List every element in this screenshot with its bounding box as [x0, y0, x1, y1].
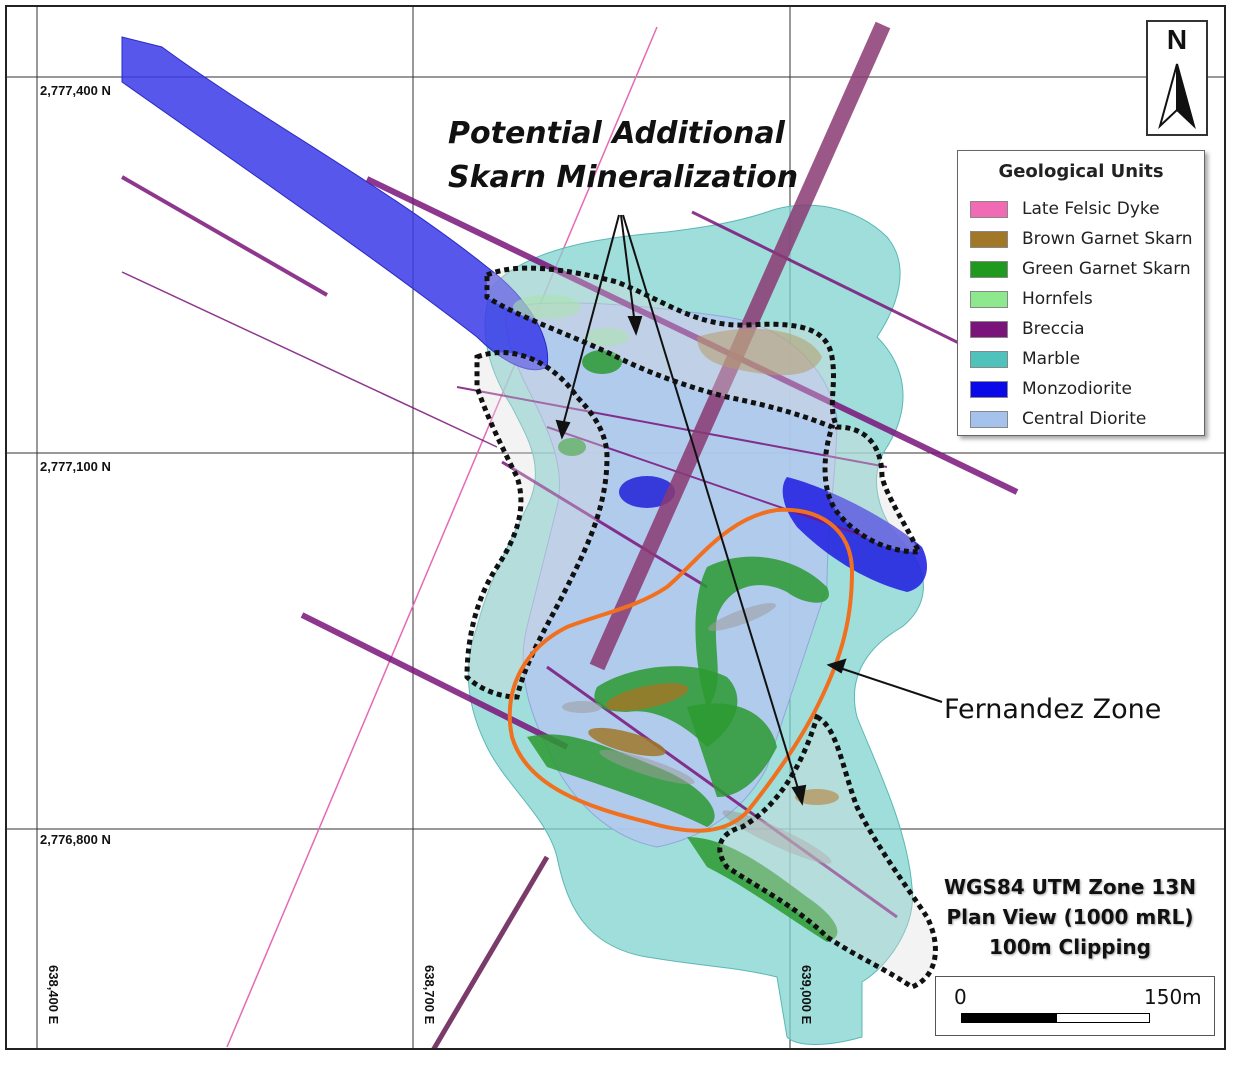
legend-label: Hornfels [1022, 289, 1093, 309]
scale-end-label: 150m [1144, 985, 1202, 1009]
north-letter: N [1166, 24, 1188, 55]
north-arrow-icon [1158, 63, 1196, 130]
info-view: Plan View (1000 mRL) [946, 905, 1194, 929]
fernandez-zone-label: Fernandez Zone [944, 694, 1162, 725]
scale-bar-black-segment [961, 1013, 1058, 1023]
legend-item-marble: Marble [970, 348, 1080, 370]
easting-label-2: 638,700 E [422, 965, 437, 1025]
legend-swatch [970, 380, 1008, 398]
callout-line-2: Skarn Mineralization [448, 160, 799, 195]
legend-swatch [970, 230, 1008, 248]
potential-zone-outlines [464, 265, 938, 990]
legend-swatch [970, 350, 1008, 368]
legend-label: Marble [1022, 349, 1081, 369]
scale-bar: 0 150m [935, 976, 1215, 1036]
annotation-arrows [555, 214, 943, 806]
map-canvas [7, 7, 1224, 1048]
info-projection: WGS84 UTM Zone 13N [943, 875, 1196, 899]
legend-label: Brown Garnet Skarn [1022, 229, 1193, 249]
legend-item-central-diorite: Central Diorite [970, 408, 1146, 430]
legend-label: Monzodiorite [1022, 379, 1132, 399]
late-felsic-dyke-1 [226, 26, 658, 1048]
monzodiorite-dike [121, 36, 549, 371]
legend-label: Breccia [1022, 319, 1085, 339]
northing-label-3: 2,776,800 N [40, 832, 111, 847]
northing-label-1: 2,777,400 N [40, 83, 111, 98]
legend-item-hornfels: Hornfels [970, 288, 1093, 310]
legend-swatch [970, 410, 1008, 428]
brown-garnet-skarn [588, 328, 839, 805]
legend-item-brown-garnet-skarn: Brown Garnet Skarn [970, 228, 1193, 250]
legend-item-green-garnet-skarn: Green Garnet Skarn [970, 258, 1191, 280]
legend-swatch [970, 260, 1008, 278]
legend-label: Central Diorite [1022, 409, 1147, 429]
hornfels-green [513, 295, 629, 346]
callout-line-1: Potential Additional [448, 116, 785, 151]
legend-swatch [970, 320, 1008, 338]
north-arrow: N [1146, 20, 1208, 136]
legend-title: Geological Units [998, 161, 1164, 182]
easting-label-1: 638,400 E [46, 965, 61, 1025]
map-info-block: WGS84 UTM Zone 13N Plan View (1000 mRL) … [940, 872, 1200, 962]
legend-swatch [970, 290, 1008, 308]
legend: Geological Units Late Felsic Dyke Brown … [957, 150, 1205, 436]
legend-label: Green Garnet Skarn [1022, 259, 1191, 279]
breccia-diagonal-lower [431, 855, 550, 1048]
legend-item-breccia: Breccia [970, 318, 1085, 340]
northing-label-2: 2,777,100 N [40, 459, 111, 474]
legend-label: Late Felsic Dyke [1022, 199, 1160, 219]
scale-bar-white-segment [1056, 1013, 1150, 1023]
easting-label-3: 639,000 E [799, 965, 814, 1025]
legend-item-monzodiorite: Monzodiorite [970, 378, 1132, 400]
monzodiorite-lens [782, 477, 927, 592]
monzodiorite-pod [619, 476, 675, 508]
info-clipping: 100m Clipping [989, 935, 1151, 959]
scale-start-label: 0 [954, 985, 967, 1009]
legend-item-late-felsic-dyke: Late Felsic Dyke [970, 198, 1160, 220]
legend-swatch [970, 200, 1008, 218]
potential-mineralization-callout: Potential Additional Skarn Mineralizatio… [448, 112, 799, 200]
fernandez-zone-outline [507, 507, 855, 833]
